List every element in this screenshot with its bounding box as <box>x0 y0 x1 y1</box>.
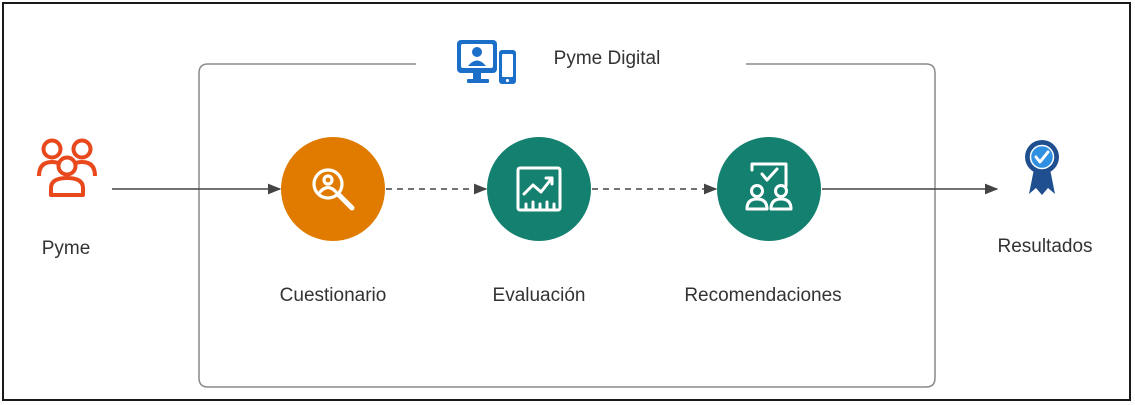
digital-devices-icon <box>457 40 516 84</box>
award-ribbon-icon <box>1025 140 1059 195</box>
node-cuestionario <box>281 137 385 241</box>
diagram-frame <box>2 2 1131 401</box>
node-evaluacion <box>487 137 591 241</box>
node-label-pyme: Pyme <box>41 238 91 259</box>
people-group-icon <box>37 138 97 197</box>
team-presentation-icon <box>745 162 793 211</box>
node-recomendaciones <box>717 137 821 241</box>
group-title: Pyme Digital <box>553 48 661 69</box>
search-person-icon <box>312 168 355 211</box>
node-label-evaluacion: Evaluación <box>492 285 586 306</box>
node-label-resultados: Resultados <box>997 236 1093 257</box>
node-label-recomendaciones: Recomendaciones <box>684 285 842 306</box>
group-border <box>198 63 936 388</box>
trend-chart-icon <box>516 166 562 212</box>
node-label-cuestionario: Cuestionario <box>279 285 387 306</box>
